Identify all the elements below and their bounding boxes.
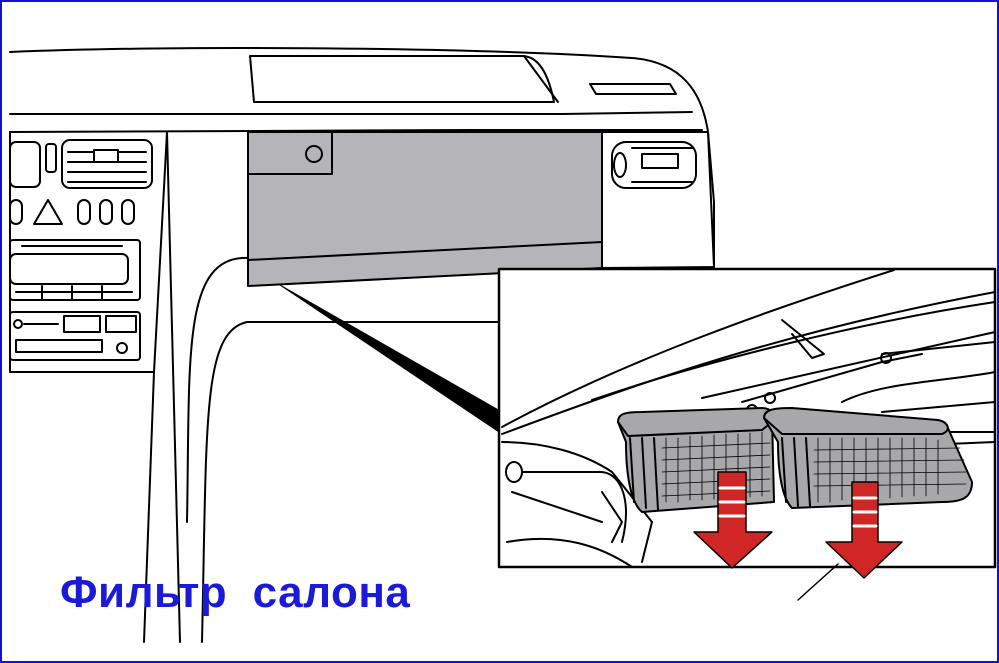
down-arrow-icon	[825, 481, 903, 579]
dashboard-top	[9, 47, 715, 268]
down-arrow-icon	[693, 471, 773, 569]
right-air-vent	[601, 131, 715, 269]
left-air-vent	[9, 139, 153, 189]
caption-text: Фильтр салона	[60, 568, 411, 617]
speaker-grille	[589, 83, 677, 95]
button-row	[9, 199, 135, 225]
cabin-filter-right	[763, 407, 973, 509]
hazard-triangle-icon	[33, 199, 63, 225]
lower-dash	[143, 131, 501, 643]
defroster-vent	[249, 55, 555, 103]
glovebox-lock	[305, 145, 323, 163]
callout-pointer	[279, 284, 503, 435]
cabin-filter-left	[617, 407, 775, 513]
radio-unit	[9, 239, 141, 301]
leader-line	[797, 563, 839, 601]
climate-control	[9, 311, 141, 361]
center-console	[9, 131, 168, 373]
glovebox	[247, 131, 603, 287]
